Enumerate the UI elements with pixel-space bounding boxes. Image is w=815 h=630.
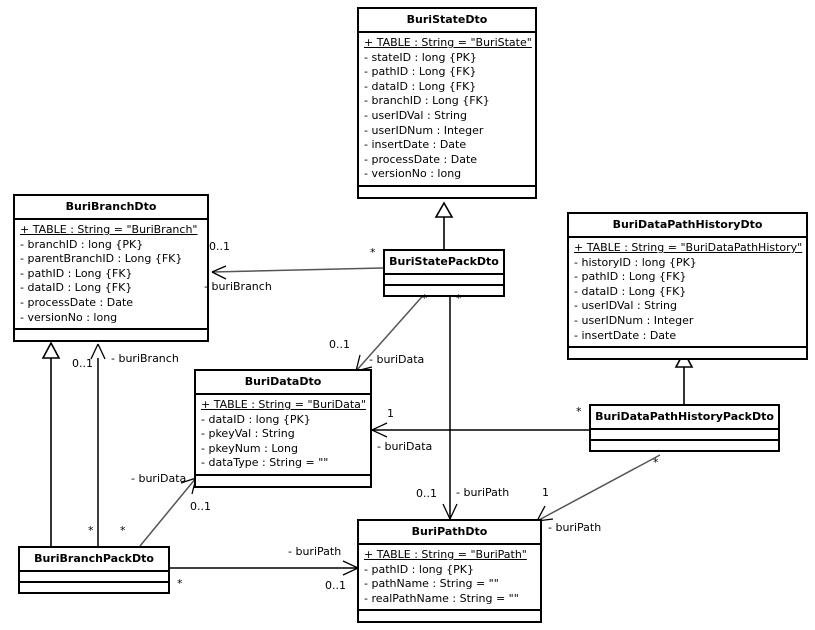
generalization-branchpack-to-branch <box>41 341 61 546</box>
class-attributes <box>385 273 503 284</box>
association-statepack-to-branch <box>211 265 385 280</box>
multiplicity-label: * <box>653 456 659 469</box>
multiplicity-label: 0..1 <box>325 579 346 592</box>
class-box-buribranchdto[interactable]: BuriBranchDto + TABLE : String = "BuriBr… <box>13 194 209 343</box>
multiplicity-label: * <box>422 292 428 305</box>
class-title: BuriDataDto <box>244 375 322 388</box>
attribute: - parentBranchID : Long {FK} <box>20 252 183 266</box>
role-label: - buriPath <box>456 486 510 499</box>
attribute: - dataID : Long {FK} <box>20 281 133 295</box>
class-attributes <box>20 570 168 581</box>
class-box-buristatepackdto[interactable]: BuriStatePackDto <box>383 249 505 297</box>
attribute: - stateID : long {PK} <box>364 50 477 64</box>
multiplicity-label: * <box>370 246 376 259</box>
class-attributes: + TABLE : String = "BuriDataPathHistory"… <box>569 236 806 346</box>
attribute: - pkeyNum : Long <box>201 441 298 455</box>
attribute: - userIDVal : String <box>574 299 677 313</box>
attribute: - pathID : Long {FK} <box>364 65 477 79</box>
attribute: - pathName : String = "" <box>364 577 499 591</box>
class-attributes: + TABLE : String = "BuriBranch" - branch… <box>15 218 207 328</box>
class-title: BuriBranchPackDto <box>34 552 154 565</box>
attribute: - dataID : long {PK} <box>201 412 311 426</box>
attribute: + TABLE : String = "BuriState" <box>364 36 532 49</box>
attribute: - userIDNum : Integer <box>364 123 484 137</box>
multiplicity-label: * <box>456 292 462 305</box>
class-operations <box>196 473 370 486</box>
association-branchpack-to-branch <box>90 343 106 546</box>
attribute: - processDate : Date <box>20 295 134 309</box>
role-label: - buriBranch <box>204 280 272 293</box>
multiplicity-label: * <box>177 577 183 590</box>
multiplicity-label: * <box>120 524 126 537</box>
multiplicity-label: 1 <box>542 486 549 499</box>
attribute: - versionNo : long <box>364 167 462 181</box>
class-title: BuriStatePackDto <box>389 255 499 268</box>
multiplicity-label: 0..1 <box>329 338 350 351</box>
class-box-buridatapathhistorydto[interactable]: BuriDataPathHistoryDto + TABLE : String … <box>567 212 808 361</box>
attribute: - userIDVal : String <box>364 108 467 122</box>
attribute: - userIDNum : Integer <box>574 313 694 327</box>
attribute: - versionNo : long <box>20 310 118 324</box>
class-box-buripathdto[interactable]: BuriPathDto + TABLE : String = "BuriPath… <box>357 519 542 624</box>
association-historypack-to-path <box>536 454 661 522</box>
class-title: BuriBranchDto <box>65 200 157 213</box>
attribute: - processDate : Date <box>364 152 478 166</box>
association-historypack-to-data <box>371 422 590 438</box>
class-attributes: + TABLE : String = "BuriData" - dataID :… <box>196 393 370 474</box>
class-title: BuriDataPathHistoryPackDto <box>595 410 774 423</box>
class-box-buribranchpackdto[interactable]: BuriBranchPackDto <box>18 546 170 594</box>
attribute: - pathID : Long {FK} <box>20 266 133 280</box>
attribute: - dataType : String = "" <box>201 456 329 470</box>
class-operations <box>359 184 535 197</box>
multiplicity-label: 1 <box>387 407 394 420</box>
class-operations <box>385 284 503 295</box>
attribute: - pkeyVal : String <box>201 427 295 441</box>
attribute: - insertDate : Date <box>574 328 677 342</box>
attribute: + TABLE : String = "BuriData" <box>201 398 366 411</box>
class-title: BuriPathDto <box>411 525 488 538</box>
class-operations <box>569 346 806 358</box>
role-label: - buriData <box>377 440 433 453</box>
association-branchpack-to-data <box>139 477 197 547</box>
class-title: BuriStateDto <box>406 13 488 26</box>
class-box-buristatedto[interactable]: BuriStateDto + TABLE : String = "BuriSta… <box>357 7 537 199</box>
attribute: - branchID : Long {FK} <box>364 94 490 108</box>
generalization-statepack-to-state <box>434 201 454 250</box>
attribute: + TABLE : String = "BuriBranch" <box>20 223 198 236</box>
association-branchpack-to-path <box>170 560 359 576</box>
multiplicity-label: 0..1 <box>209 240 230 253</box>
class-operations <box>20 581 168 592</box>
attribute: - pathID : Long {FK} <box>574 270 687 284</box>
class-attributes: + TABLE : String = "BuriPath" - pathID :… <box>359 543 540 609</box>
class-attributes: + TABLE : String = "BuriState" - stateID… <box>359 31 535 185</box>
role-label: - buriData <box>369 353 425 366</box>
class-operations <box>359 609 540 621</box>
role-label: - buriPath <box>548 521 602 534</box>
multiplicity-label: * <box>88 524 94 537</box>
association-statepack-to-path <box>442 290 458 520</box>
class-operations <box>591 439 778 450</box>
multiplicity-label: 0..1 <box>72 357 93 370</box>
attribute: - dataID : Long {FK} <box>364 79 477 93</box>
class-title: BuriDataPathHistoryDto <box>612 218 763 231</box>
class-box-buridatapathhistorypackdto[interactable]: BuriDataPathHistoryPackDto <box>589 404 780 452</box>
role-label: - buriData <box>131 472 187 485</box>
role-label: - buriPath <box>288 545 342 558</box>
attribute: + TABLE : String = "BuriPath" <box>364 548 527 561</box>
class-attributes <box>591 428 778 439</box>
class-box-buridatadto[interactable]: BuriDataDto + TABLE : String = "BuriData… <box>194 369 372 488</box>
multiplicity-label: * <box>576 405 582 418</box>
multiplicity-label: 0..1 <box>190 500 211 513</box>
role-label: - buriBranch <box>111 352 179 365</box>
attribute: + TABLE : String = "BuriDataPathHistory" <box>574 241 803 254</box>
attribute: - branchID : long {PK} <box>20 237 144 251</box>
attribute: - pathID : long {PK} <box>364 562 474 576</box>
attribute: - realPathName : String = "" <box>364 591 519 605</box>
multiplicity-label: 0..1 <box>416 487 437 500</box>
class-operations <box>15 328 207 340</box>
attribute: - insertDate : Date <box>364 138 467 152</box>
attribute: - dataID : Long {FK} <box>574 284 687 298</box>
attribute: - historyID : long {PK} <box>574 255 697 269</box>
